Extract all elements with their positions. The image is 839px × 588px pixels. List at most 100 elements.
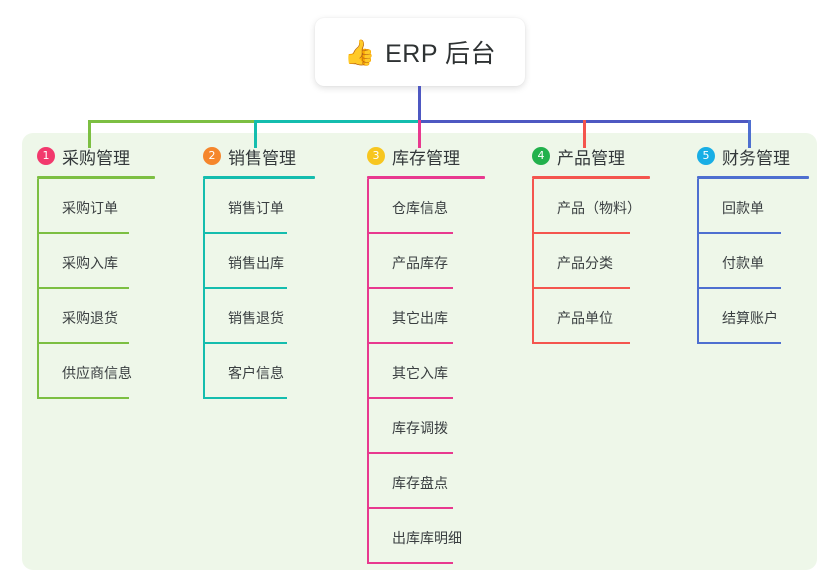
branch-underline (697, 176, 809, 179)
item-spine (697, 289, 699, 344)
list-item[interactable]: 产品单位 (532, 289, 650, 344)
item-underline (532, 342, 630, 344)
item-spine (367, 179, 369, 234)
branch-underline (532, 176, 650, 179)
item-spine (37, 179, 39, 234)
item-label: 产品库存 (392, 255, 448, 271)
item-underline (532, 287, 630, 289)
item-underline (367, 507, 453, 509)
branch-column-4: 4 产品管理产品（物料） 产品分类产品单位 (532, 143, 650, 344)
connector-bar-green (88, 120, 257, 123)
list-item[interactable]: 其它入库 (367, 344, 485, 399)
list-item[interactable]: 产品（物料） (532, 179, 650, 234)
item-label: 客户信息 (228, 365, 284, 381)
list-item[interactable]: 销售出库 (203, 234, 315, 289)
item-spine (532, 179, 534, 234)
branch-number-badge: 5 (697, 147, 715, 165)
item-spine (367, 454, 369, 509)
connector-drop-inventory (418, 120, 421, 148)
item-spine (37, 234, 39, 289)
page-title: ERP 后台 (385, 40, 497, 68)
list-item[interactable]: 销售退货 (203, 289, 315, 344)
branch-item-list: 回款单付款单结算账户 (697, 179, 809, 344)
item-label: 产品单位 (557, 310, 613, 326)
list-item[interactable]: 销售订单 (203, 179, 315, 234)
item-label: 仓库信息 (392, 200, 448, 216)
item-underline (203, 397, 287, 399)
item-underline (532, 232, 630, 234)
item-label: 其它入库 (392, 365, 448, 381)
item-label: 库存调拨 (392, 420, 448, 436)
item-spine (697, 234, 699, 289)
connector-stem (418, 86, 421, 123)
item-underline (37, 287, 129, 289)
list-item[interactable]: 库存盘点 (367, 454, 485, 509)
list-item[interactable]: 库存调拨 (367, 399, 485, 454)
list-item[interactable]: 产品分类 (532, 234, 650, 289)
list-item[interactable]: 产品库存 (367, 234, 485, 289)
item-label: 供应商信息 (62, 365, 132, 381)
branch-number-badge: 4 (532, 147, 550, 165)
item-label: 采购退货 (62, 310, 118, 326)
item-underline (37, 397, 129, 399)
item-label: 采购入库 (62, 255, 118, 271)
list-item[interactable]: 采购入库 (37, 234, 155, 289)
list-item[interactable]: 仓库信息 (367, 179, 485, 234)
item-underline (697, 287, 781, 289)
connector-drop-purchasing (88, 120, 91, 148)
list-item[interactable]: 供应商信息 (37, 344, 155, 399)
connector-drop-product (583, 120, 586, 148)
item-underline (203, 287, 287, 289)
branch-item-list: 产品（物料） 产品分类产品单位 (532, 179, 650, 344)
branch-underline (203, 176, 315, 179)
item-underline (367, 287, 453, 289)
branch-underline (37, 176, 155, 179)
item-label: 回款单 (722, 200, 764, 216)
list-item[interactable]: 采购订单 (37, 179, 155, 234)
list-item[interactable]: 采购退货 (37, 289, 155, 344)
item-underline (37, 232, 129, 234)
root-node-card[interactable]: 👍 ERP 后台 (315, 18, 525, 86)
branch-title: 库存管理 (392, 148, 460, 168)
item-spine (367, 234, 369, 289)
item-underline (37, 342, 129, 344)
item-underline (367, 397, 453, 399)
item-spine (532, 289, 534, 344)
branch-item-list: 销售订单销售出库销售退货客户信息 (203, 179, 315, 399)
branch-header-4[interactable]: 4 产品管理 (532, 143, 650, 169)
connector-drop-finance (748, 120, 751, 148)
branch-number-badge: 3 (367, 147, 385, 165)
item-spine (532, 234, 534, 289)
item-spine (203, 234, 205, 289)
item-spine (367, 399, 369, 454)
item-underline (203, 342, 287, 344)
item-label: 产品（物料） (557, 200, 641, 216)
item-underline (367, 562, 453, 564)
item-spine (37, 344, 39, 399)
item-underline (697, 342, 781, 344)
item-spine (367, 344, 369, 399)
list-item[interactable]: 结算账户 (697, 289, 809, 344)
item-spine (203, 179, 205, 234)
list-item[interactable]: 其它出库 (367, 289, 485, 344)
list-item[interactable]: 回款单 (697, 179, 809, 234)
branch-header-3[interactable]: 3 库存管理 (367, 143, 485, 169)
item-underline (367, 342, 453, 344)
connector-bar-teal (254, 120, 421, 123)
list-item[interactable]: 出库库明细 (367, 509, 485, 564)
item-label: 销售订单 (228, 200, 284, 216)
list-item[interactable]: 付款单 (697, 234, 809, 289)
branch-item-list: 仓库信息产品库存其它出库其它入库库存调拨库存盘点出库库明细 (367, 179, 485, 564)
item-label: 结算账户 (722, 310, 778, 326)
branches-panel (22, 133, 817, 570)
list-item[interactable]: 客户信息 (203, 344, 315, 399)
branch-item-list: 采购订单采购入库采购退货供应商信息 (37, 179, 155, 399)
item-label: 销售退货 (228, 310, 284, 326)
branch-title: 产品管理 (557, 148, 625, 168)
